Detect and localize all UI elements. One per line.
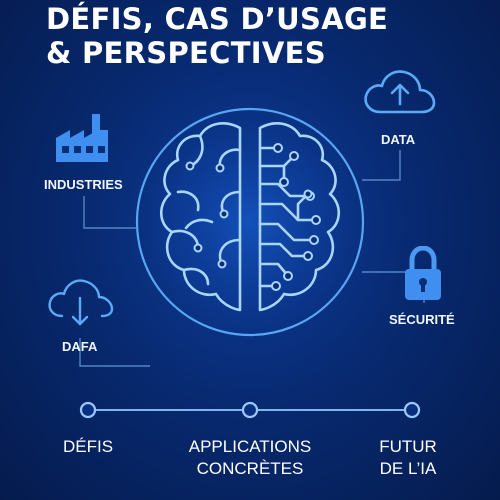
- timeline-node-futur: [403, 401, 421, 419]
- industries-label: INDUSTRIES: [44, 177, 123, 192]
- cloud-upload-icon: [362, 66, 436, 116]
- timeline-label-futur-line2: DE L’IA: [379, 459, 437, 478]
- brain-circuit-icon: [128, 100, 372, 344]
- title-line-1: DÉFIS, CAS D’USAGE: [46, 2, 389, 36]
- factory-icon: [54, 112, 110, 164]
- timeline-label-futur: FUTUR DE L’IA: [358, 436, 458, 480]
- padlock-icon: [402, 245, 444, 302]
- connector-data-top: [362, 150, 401, 181]
- timeline-label-defis: DÉFIS: [38, 436, 138, 458]
- connector-data-bottom: [79, 338, 150, 367]
- timeline-node-applications: [241, 401, 259, 419]
- data-top-label: DATA: [381, 132, 416, 147]
- cloud-download-icon: [46, 276, 116, 332]
- timeline-label-futur-line1: FUTUR: [379, 437, 437, 456]
- data-bottom-label: DAFA: [62, 339, 98, 354]
- timeline-label-applications: APPLICATIONS CONCRÈTES: [170, 436, 330, 480]
- title-line-2: & PERSPECTIVES: [46, 36, 326, 70]
- page-title: DÉFIS, CAS D’USAGE & PERSPECTIVES: [46, 2, 466, 70]
- security-label: SÉCURITÉ: [389, 312, 455, 327]
- timeline-label-defis-line1: DÉFIS: [62, 437, 114, 456]
- timeline-node-defis: [79, 401, 97, 419]
- timeline-label-applications-line1: APPLICATIONS: [188, 437, 312, 456]
- connector-industries: [83, 196, 136, 229]
- timeline-label-applications-line2: CONCRÈTES: [196, 459, 304, 478]
